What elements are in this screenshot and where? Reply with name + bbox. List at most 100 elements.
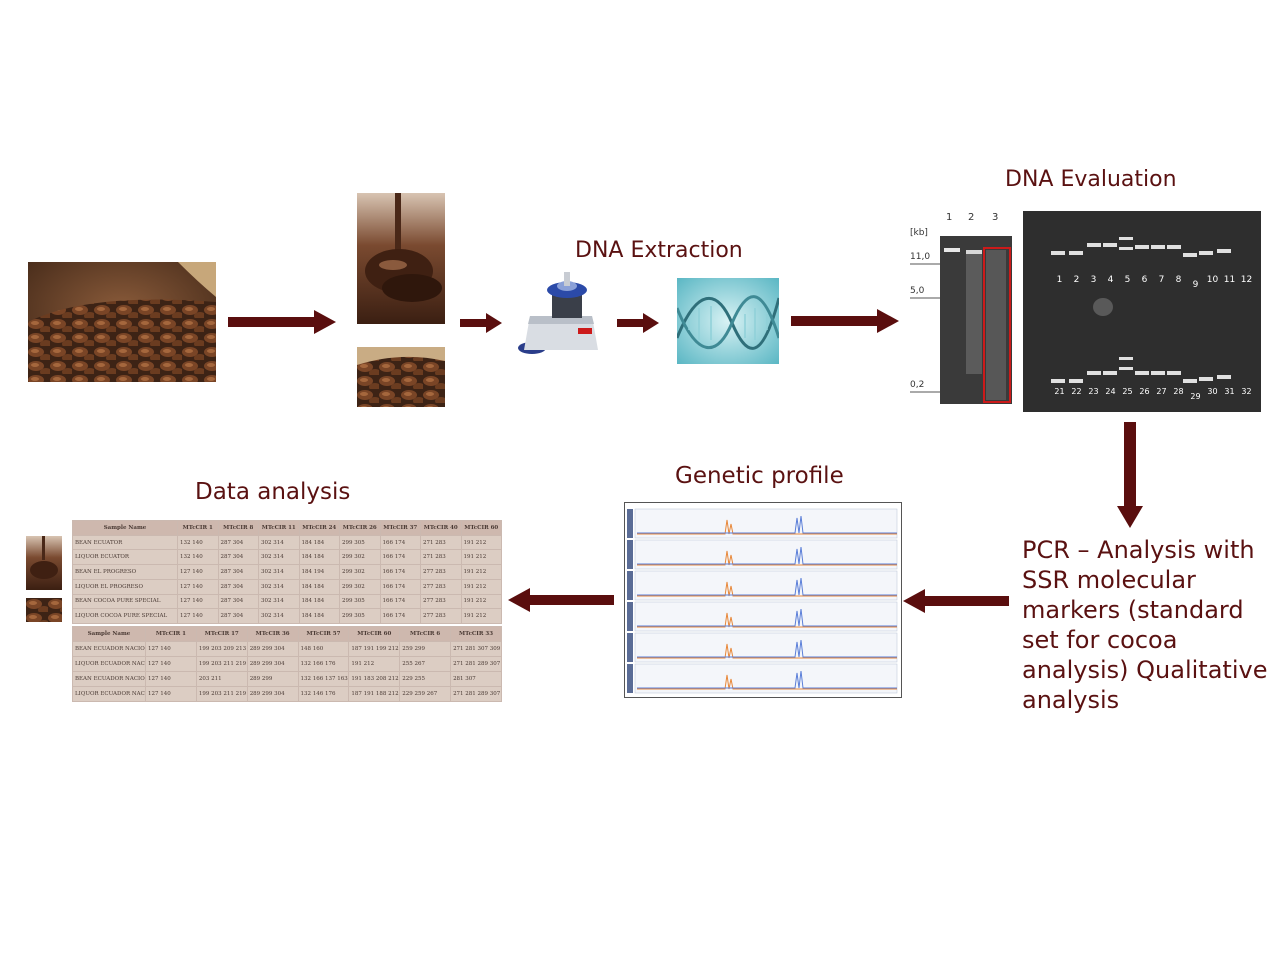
arrow-down bbox=[1117, 422, 1143, 528]
table-cell: 287 304 bbox=[217, 578, 259, 595]
table-cell: 289 299 304 bbox=[246, 686, 299, 702]
table-cell: 184 184 bbox=[298, 534, 340, 551]
table-header-cell: MTcCIR 1 bbox=[145, 626, 197, 642]
dna-helix-image bbox=[677, 278, 779, 364]
arrow-right bbox=[228, 310, 336, 334]
table-cell: 184 184 bbox=[298, 608, 340, 624]
table-header-cell: MTcCIR 33 bbox=[450, 626, 502, 642]
table-cell: 271 283 bbox=[420, 534, 462, 551]
table-cell: 229 259 267 bbox=[399, 686, 452, 702]
table-cell: 299 305 bbox=[339, 593, 381, 610]
table-cell: 302 314 bbox=[258, 534, 300, 551]
table-cell: 132 166 176 bbox=[297, 656, 350, 672]
table-cell: BEAN ECUADOR NACIONAL 2 bbox=[72, 671, 146, 687]
trace-orange bbox=[637, 581, 897, 597]
gel-small: 1 2 3 [kb] 11,0 5,0 0,2 bbox=[908, 212, 1013, 408]
cocoa-beans-photo-small bbox=[357, 347, 445, 407]
table-cell: 127 140 bbox=[145, 686, 197, 702]
pcr-analysis-label: PCR – Analysis with SSR molecular marker… bbox=[1022, 536, 1268, 714]
table-header-cell: MTcCIR 60 bbox=[460, 520, 502, 536]
table-cell: LIQUOR EL PROGRESO bbox=[72, 578, 178, 595]
gel-lane-label: 6 bbox=[1141, 275, 1148, 285]
table-cell: 302 314 bbox=[258, 578, 300, 595]
table-cell: 184 184 bbox=[298, 549, 340, 566]
table-cell: 302 314 bbox=[258, 593, 300, 610]
arrow-left bbox=[508, 588, 614, 612]
trace-axis bbox=[627, 509, 633, 538]
data-analysis-label: Data analysis bbox=[195, 479, 351, 505]
table-cell: 287 304 bbox=[217, 564, 259, 580]
gel-lane-label: 25 bbox=[1122, 387, 1133, 396]
gel-lane-label: 8 bbox=[1175, 275, 1182, 285]
gel-lane-label: 21 bbox=[1054, 387, 1065, 396]
genetic-profile-label: Genetic profile bbox=[675, 463, 844, 489]
table-cell: 166 174 bbox=[379, 564, 421, 580]
gel-small-lane-1: 1 bbox=[946, 212, 953, 223]
cocoa-beans-photo bbox=[28, 262, 216, 382]
table-cell: 277 283 bbox=[420, 593, 462, 610]
gel-lane-label: 7 bbox=[1158, 275, 1165, 285]
trace-orange bbox=[637, 519, 897, 535]
table-header-cell: MTcCIR 57 bbox=[297, 626, 350, 642]
vortex-mixer-image bbox=[512, 268, 606, 358]
table-cell: 187 191 199 212 bbox=[348, 641, 401, 657]
gel-small-lane-2: 2 bbox=[968, 212, 975, 223]
table-cell: 166 174 bbox=[379, 534, 421, 551]
trace-blue bbox=[637, 608, 897, 627]
gel-lane-label: 5 bbox=[1124, 275, 1131, 285]
table-cell: 289 299 304 bbox=[246, 656, 299, 672]
table-cell: 271 281 307 309 343 bbox=[450, 641, 502, 657]
table-cell: 191 212 bbox=[460, 593, 502, 610]
gel-lane-label: 10 bbox=[1206, 275, 1219, 285]
table-cell: 277 283 bbox=[420, 564, 462, 580]
gel-lane-label: 3 bbox=[1090, 275, 1097, 285]
trace-orange bbox=[637, 612, 897, 628]
melted-chocolate-photo bbox=[357, 193, 445, 324]
trace-axis bbox=[627, 664, 633, 693]
table-cell: 299 305 bbox=[339, 608, 381, 624]
gel-large-bottom-labels: 21 22 23 24 25 26 27 28 29 30 31 32 bbox=[1051, 387, 1261, 401]
arrow-right bbox=[791, 309, 899, 333]
gel-lane-label: 11 bbox=[1223, 275, 1236, 285]
table-cell: 302 314 bbox=[258, 549, 300, 566]
table-cell: 148 160 bbox=[297, 641, 350, 657]
table-cell: 191 212 bbox=[460, 564, 502, 580]
gel-lane-label: 32 bbox=[1241, 387, 1252, 396]
table-cell: 127 140 bbox=[177, 593, 219, 610]
melted-chocolate-photo-small bbox=[26, 536, 62, 590]
gel-lane-label: 28 bbox=[1173, 387, 1184, 396]
table-cell: BEAN EL PROGRESO bbox=[72, 564, 178, 580]
trace-axis bbox=[627, 633, 633, 662]
table-cell: LIQUOR COCOA PURE SPECIAL bbox=[72, 608, 178, 624]
gel-lane-label: 24 bbox=[1105, 387, 1116, 396]
gel-unit-label: [kb] bbox=[910, 228, 928, 238]
table-cell: 289 299 304 bbox=[246, 641, 299, 657]
table-header-cell: MTcCIR 36 bbox=[246, 626, 299, 642]
trace-blue bbox=[637, 639, 897, 658]
table-header-cell: MTcCIR 1 bbox=[177, 520, 219, 536]
table-cell: 166 174 bbox=[379, 593, 421, 610]
table-cell: BEAN COCOA PURE SPECIAL bbox=[72, 593, 178, 610]
trace-orange bbox=[637, 674, 897, 690]
table-cell: 287 304 bbox=[217, 593, 259, 610]
gel-lane-label: 27 bbox=[1156, 387, 1167, 396]
table-header-cell: MTcCIR 37 bbox=[379, 520, 421, 536]
table-cell: 132 140 bbox=[177, 549, 219, 566]
table-cell: 277 283 bbox=[420, 608, 462, 624]
table-header-cell: MTcCIR 40 bbox=[420, 520, 462, 536]
table-header-cell: MTcCIR 24 bbox=[298, 520, 340, 536]
dna-evaluation-label: DNA Evaluation bbox=[1005, 167, 1177, 192]
gel-lane-label: 1 bbox=[1056, 275, 1063, 285]
table-cell: 132 146 176 bbox=[297, 686, 350, 702]
table-cell: 199 203 211 219 bbox=[195, 686, 248, 702]
gel-lane-label: 9 bbox=[1192, 280, 1199, 290]
table-cell: 127 140 bbox=[177, 564, 219, 580]
table-cell: 191 183 208 212 bbox=[348, 671, 401, 687]
table-cell: 271 281 289 307 309 343 bbox=[450, 686, 502, 702]
